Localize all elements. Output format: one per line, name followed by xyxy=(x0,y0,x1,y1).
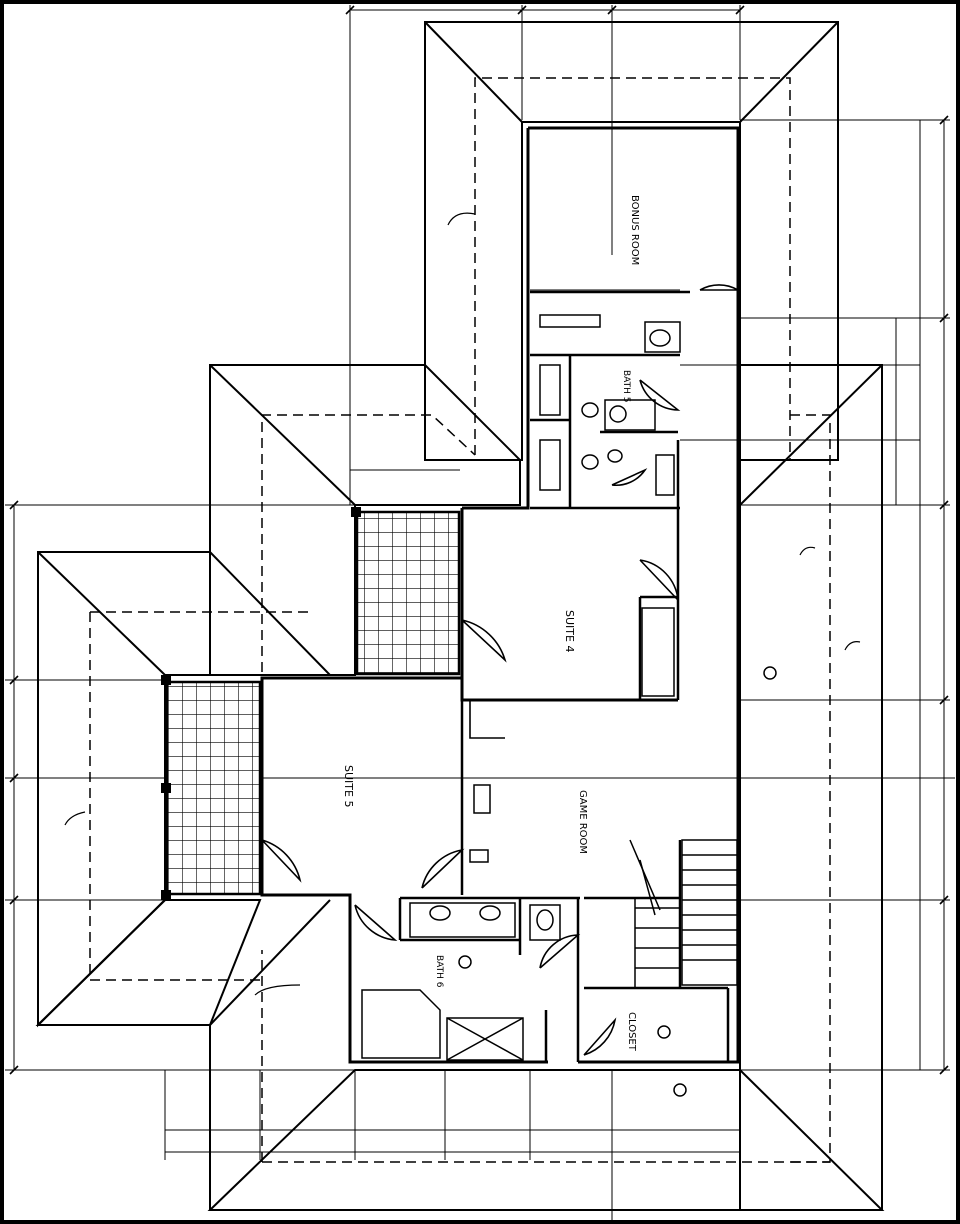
label-closet: CLOSET xyxy=(626,1012,637,1052)
columns xyxy=(161,507,361,900)
terrace-lower xyxy=(165,680,262,896)
exterior-walls xyxy=(260,126,740,1064)
dimension-lines xyxy=(5,5,955,1224)
label-bath-5: BATH 5 xyxy=(621,370,631,402)
note-leaders xyxy=(64,212,861,996)
room-labels: SUITE 4 SUITE 5 BATH 5 BATH 6 CLOSET BON… xyxy=(342,195,640,1052)
label-suite-5: SUITE 5 xyxy=(342,765,355,807)
eave-dashed-lines xyxy=(89,77,831,1163)
label-bath-6: BATH 6 xyxy=(434,955,444,988)
label-game-room: GAME ROOM xyxy=(577,790,588,854)
label-suite-4: SUITE 4 xyxy=(563,610,576,652)
dimension-ticks xyxy=(9,5,949,1075)
door-swings xyxy=(261,284,741,1056)
fixtures xyxy=(361,314,777,1097)
interior-walls xyxy=(398,290,730,1062)
label-bonus-room: BONUS ROOM xyxy=(629,195,640,265)
stair xyxy=(629,839,738,988)
terrace-upper xyxy=(355,510,461,676)
